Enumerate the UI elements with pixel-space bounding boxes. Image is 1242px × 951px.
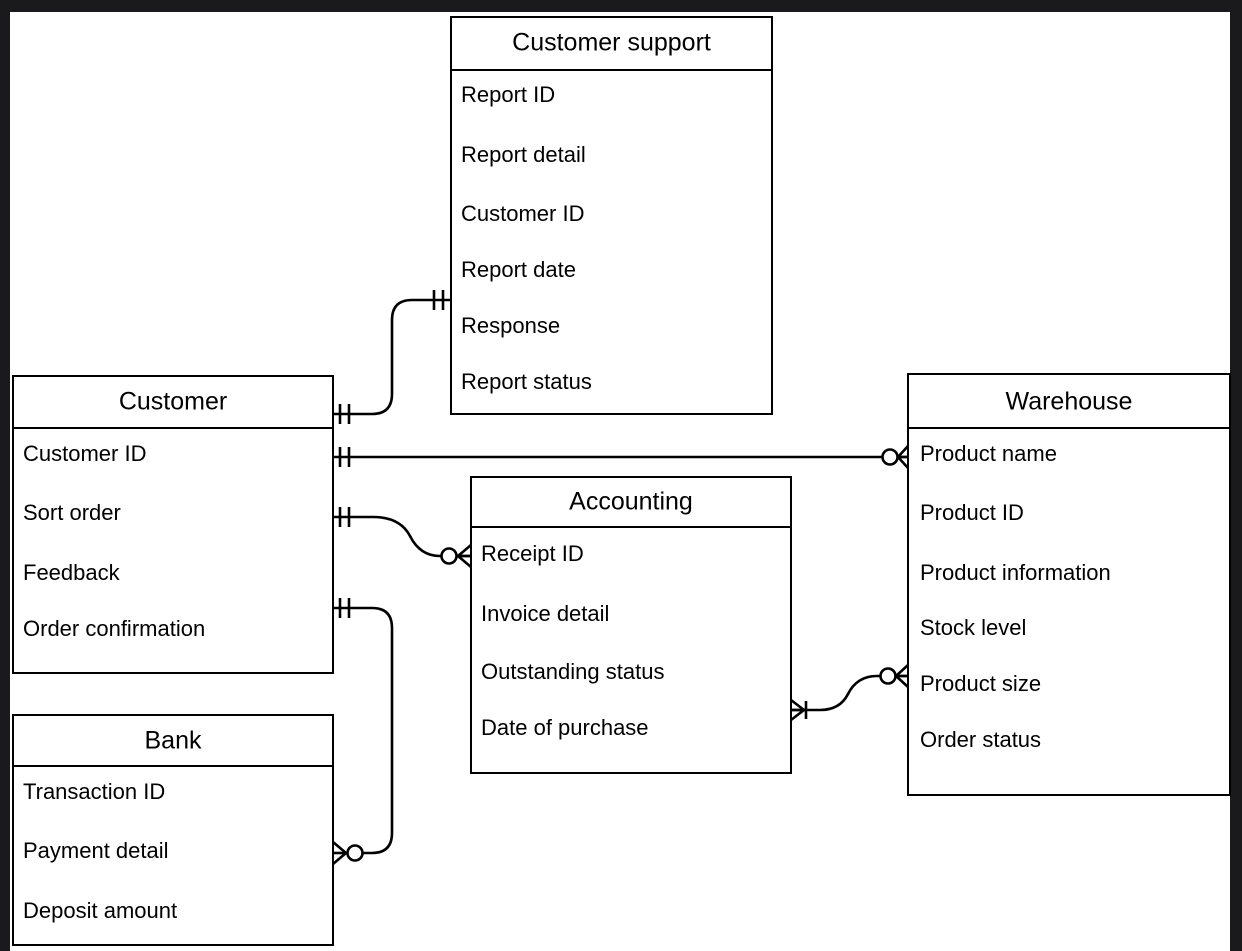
entity-title: Customer support [512, 29, 711, 57]
connector-line [331, 606, 394, 855]
relationship-customer-to-warehouse[interactable] [331, 445, 910, 469]
entity-attribute: Feedback [23, 560, 121, 585]
entity-bank[interactable]: Bank Transaction ID Payment detail Depos… [12, 714, 334, 946]
entity-attribute: Deposit amount [23, 898, 177, 923]
entity-warehouse[interactable]: Warehouse Product name Product ID Produc… [907, 373, 1231, 796]
relationship-customer-to-bank[interactable] [331, 598, 394, 865]
entity-title: Bank [145, 727, 202, 755]
entity-attribute: Report ID [461, 82, 555, 107]
entity-attribute: Product size [920, 671, 1041, 696]
entity-attribute: Report detail [461, 142, 586, 167]
entity-title: Customer [119, 388, 227, 416]
cardinality-one-and-only-one [338, 447, 351, 467]
entity-accounting[interactable]: Accounting Receipt ID Invoice detail Out… [470, 476, 792, 774]
entity-attribute: Order status [920, 727, 1041, 752]
entity-attribute: Customer ID [461, 201, 584, 226]
entity-title: Accounting [569, 488, 693, 516]
entity-attribute: Product information [920, 560, 1111, 585]
entity-attribute: Receipt ID [481, 541, 584, 566]
cardinality-one-and-only-one [338, 404, 351, 424]
entity-attribute: Transaction ID [23, 779, 165, 804]
cardinality-zero-or-many [881, 445, 909, 469]
entity-attribute: Payment detail [23, 838, 169, 863]
entity-attribute: Response [461, 313, 560, 338]
cardinality-one-and-only-one [338, 507, 351, 527]
entity-attribute: Sort order [23, 500, 121, 525]
relationship-customer-to-accounting[interactable] [331, 507, 473, 568]
entity-attribute: Stock level [920, 615, 1026, 640]
cardinality-one-and-only-one [432, 290, 445, 310]
entity-attribute: Date of purchase [481, 715, 649, 740]
relationship-customer-to-customer-support[interactable] [331, 290, 453, 424]
entity-attribute: Report status [461, 369, 592, 394]
entity-title: Warehouse [1006, 388, 1133, 416]
connector-line [789, 674, 910, 712]
relationship-accounting-to-warehouse[interactable] [789, 664, 910, 722]
connector-line [331, 298, 453, 416]
entity-attribute: Customer ID [23, 441, 146, 466]
entity-attribute: Outstanding status [481, 659, 664, 684]
entity-attribute: Product ID [920, 500, 1024, 525]
connector-line [331, 515, 473, 558]
cardinality-one-and-only-one [338, 598, 351, 618]
entity-attribute: Report date [461, 257, 576, 282]
cardinality-zero-or-many [440, 544, 472, 568]
entity-attribute: Order confirmation [23, 616, 205, 641]
cardinality-zero-or-many [332, 841, 364, 865]
entity-customer-support[interactable]: Customer support Report ID Report detail… [450, 16, 773, 415]
cardinality-zero-or-many [879, 664, 909, 688]
entity-customer[interactable]: Customer Customer ID Sort order Feedback… [12, 375, 334, 674]
entity-attribute: Invoice detail [481, 601, 609, 626]
cardinality-one-or-many [790, 698, 808, 722]
entity-attribute: Product name [920, 441, 1057, 466]
